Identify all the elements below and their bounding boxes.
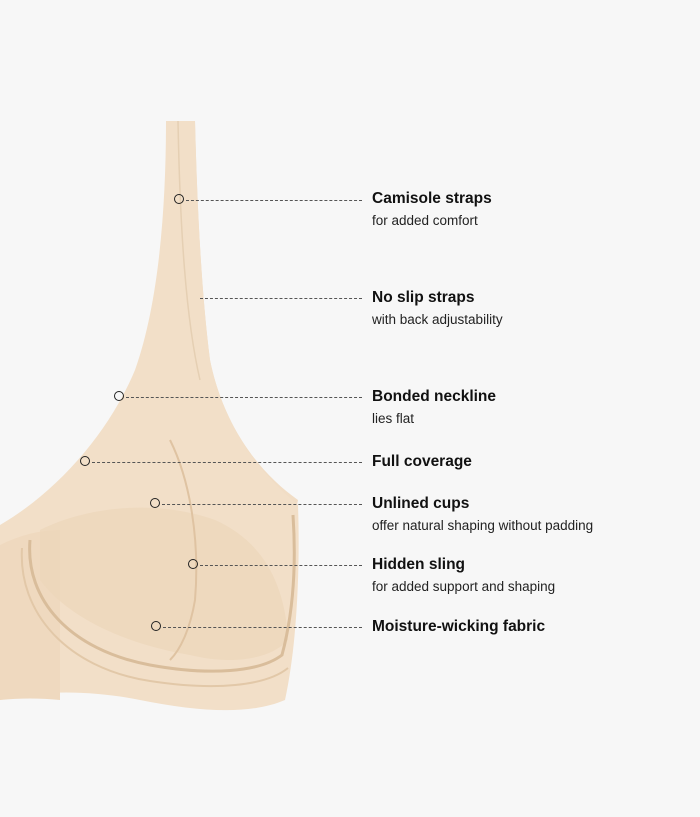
callout-bonded-neckline: Bonded neckline lies flat — [372, 387, 496, 428]
underwire-seam — [28, 514, 296, 673]
leader-line — [126, 397, 362, 398]
callout-full-coverage: Full coverage — [372, 452, 472, 472]
marker-circle-icon — [174, 194, 184, 204]
callout-desc: lies flat — [372, 411, 415, 426]
leader-line — [200, 565, 362, 566]
marker-circle-icon — [151, 621, 161, 631]
leader-line — [92, 462, 362, 463]
cup-shadow — [40, 507, 288, 660]
callout-title: Unlined cups — [372, 495, 470, 512]
callout-title: Hidden sling — [372, 556, 465, 573]
leader-line — [186, 200, 362, 201]
leader-line — [163, 627, 362, 628]
cup-fold — [169, 439, 198, 661]
callout-desc: with back adjustability — [372, 312, 503, 327]
callout-title: No slip straps — [372, 289, 475, 306]
marker-circle-icon — [150, 498, 160, 508]
callout-desc: for added support and shaping — [372, 579, 556, 594]
callout-no-slip-straps: No slip straps with back adjustability — [372, 288, 503, 329]
leader-line — [162, 504, 362, 505]
callout-title: Bonded neckline — [372, 388, 497, 405]
marker-circle-icon — [114, 391, 124, 401]
marker-circle-icon — [188, 559, 198, 569]
callout-hidden-sling: Hidden sling for added support and shapi… — [372, 555, 555, 596]
callout-title: Moisture-wicking fabric — [372, 618, 546, 635]
callout-unlined-cups: Unlined cups offer natural shaping witho… — [372, 494, 593, 535]
marker-circle-icon — [80, 456, 90, 466]
leader-line — [200, 298, 362, 299]
callout-moisture-wicking-fabric: Moisture-wicking fabric — [372, 617, 545, 637]
callout-title: Camisole straps — [372, 190, 492, 207]
callout-camisole-straps: Camisole straps for added comfort — [372, 189, 492, 230]
callout-desc: for added comfort — [372, 213, 478, 228]
callout-desc: offer natural shaping without padding — [372, 518, 594, 533]
callout-title: Full coverage — [372, 453, 472, 470]
